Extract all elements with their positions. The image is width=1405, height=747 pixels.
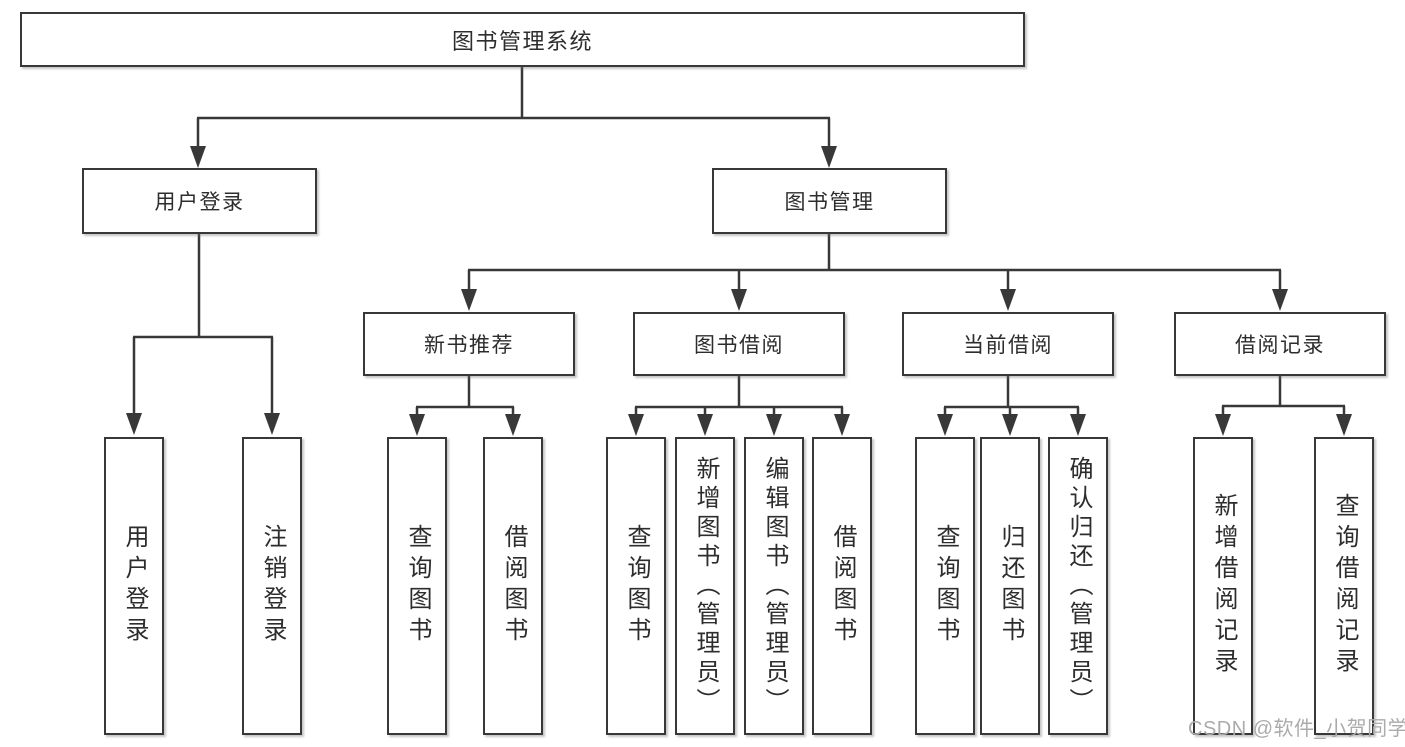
node-logout-leaf-label: 注销登录	[259, 524, 286, 648]
node-add-borrow-record-label: 新增借阅记录	[1210, 493, 1237, 679]
node-book-management: 图书管理	[712, 168, 947, 234]
node-root-label: 图书管理系统	[451, 28, 593, 54]
node-query-books-current-label: 查询图书	[932, 524, 959, 648]
node-query-books-borrow-label: 查询图书	[623, 524, 650, 648]
node-current-borrow-label: 当前借阅	[963, 334, 1053, 357]
node-add-borrow-record: 新增借阅记录	[1193, 437, 1253, 735]
node-user-login-leaf: 用户登录	[104, 437, 164, 735]
node-new-book-recommend: 新书推荐	[363, 312, 575, 376]
node-book-management-label: 图书管理	[784, 191, 875, 214]
node-borrow-books-recommend-label: 借阅图书	[500, 524, 527, 648]
node-borrow-books-leaf: 借阅图书	[812, 437, 872, 735]
node-query-books-recommend-label: 查询图书	[404, 524, 431, 648]
node-query-books-borrow: 查询图书	[606, 437, 666, 735]
node-confirm-return-admin-label: 确认归还（管理员）	[1065, 455, 1092, 717]
node-add-books-admin-label: 新增图书（管理员）	[692, 455, 719, 717]
node-logout-leaf: 注销登录	[242, 437, 302, 735]
node-user-login-leaf-label: 用户登录	[121, 524, 148, 648]
node-borrow-records: 借阅记录	[1174, 312, 1386, 376]
node-root: 图书管理系统	[20, 12, 1025, 67]
node-new-book-recommend-label: 新书推荐	[424, 334, 514, 357]
node-query-borrow-record-label: 查询借阅记录	[1331, 493, 1358, 679]
node-return-books-label: 归还图书	[997, 524, 1024, 648]
node-borrow-books-recommend: 借阅图书	[483, 437, 543, 735]
node-query-borrow-record: 查询借阅记录	[1314, 437, 1374, 735]
node-query-books-current: 查询图书	[915, 437, 975, 735]
node-query-books-recommend: 查询图书	[387, 437, 447, 735]
node-user-login: 用户登录	[82, 168, 317, 234]
node-book-borrow-label: 图书借阅	[694, 334, 784, 357]
node-return-books: 归还图书	[980, 437, 1040, 735]
node-edit-books-admin: 编辑图书（管理员）	[744, 437, 804, 735]
watermark: CSDN @软件_小贺同学	[1188, 718, 1405, 740]
node-current-borrow: 当前借阅	[902, 312, 1114, 376]
node-borrow-books-leaf-label: 借阅图书	[829, 524, 856, 648]
node-user-login-label: 用户登录	[154, 191, 245, 214]
node-confirm-return-admin: 确认归还（管理员）	[1048, 437, 1108, 735]
node-borrow-records-label: 借阅记录	[1235, 334, 1325, 357]
node-book-borrow: 图书借阅	[633, 312, 845, 376]
node-add-books-admin: 新增图书（管理员）	[675, 437, 735, 735]
node-edit-books-admin-label: 编辑图书（管理员）	[761, 455, 788, 717]
